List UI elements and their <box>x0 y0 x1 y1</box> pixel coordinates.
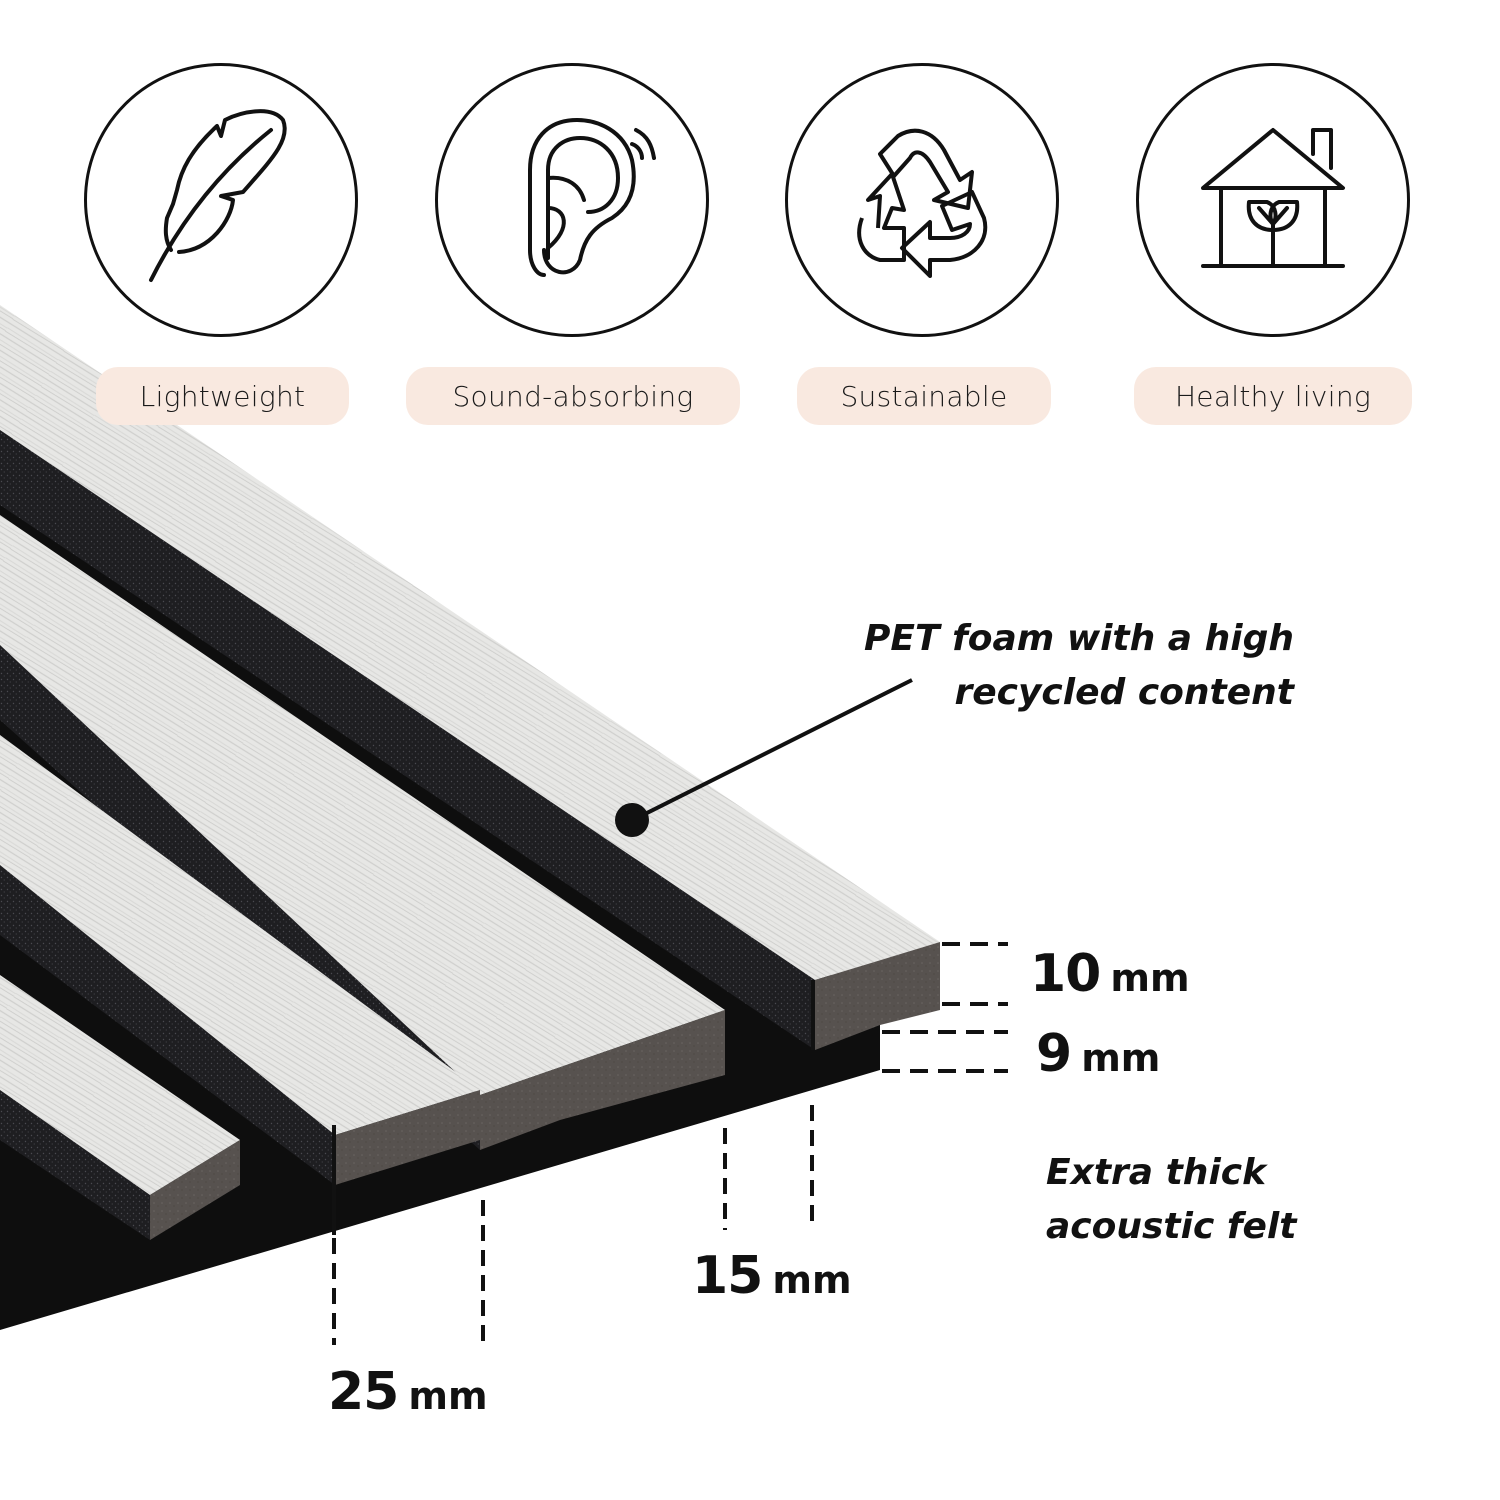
feature-label-text: Sound-absorbing <box>452 379 694 413</box>
foam-core-slat-4 <box>0 1085 150 1240</box>
feature-icon-healthy-living <box>1136 63 1410 337</box>
pet-foam-marker-dot <box>615 803 649 837</box>
wood-veneer-slat-3 <box>0 735 480 1135</box>
recycle-icon <box>857 128 988 278</box>
feature-icon-lightweight <box>84 63 358 337</box>
dimension-value: 25 <box>328 1362 399 1422</box>
end-face-slat-2 <box>480 1010 725 1150</box>
foam-core-slat-3 <box>0 860 335 1185</box>
feature-label-text: Lightweight <box>139 379 306 413</box>
feather-icon <box>149 109 287 282</box>
dimension-unit: mm <box>1110 956 1190 1000</box>
end-face-slat-4 <box>150 1140 240 1240</box>
feature-icon-sustainable <box>785 63 1059 337</box>
dimension-value: 10 <box>1030 944 1101 1004</box>
dimension-unit: mm <box>772 1258 852 1302</box>
felt-callout-line2: acoustic felt <box>1046 1206 1297 1247</box>
wood-veneer-slat-1 <box>0 305 940 980</box>
gap-width-guides <box>723 1105 814 1230</box>
feature-label-lightweight: Lightweight <box>96 367 349 425</box>
feature-label-sustainable: Sustainable <box>797 367 1051 425</box>
feature-label-text: Sustainable <box>840 379 1008 413</box>
end-face-slat-3 <box>335 1090 480 1185</box>
dimension-value: 9 <box>1036 1024 1072 1084</box>
house-plant-icon <box>1201 128 1345 268</box>
feature-label-sound-absorbing: Sound-absorbing <box>406 367 740 425</box>
dimension-unit: mm <box>1081 1036 1161 1080</box>
foam-core-slat-1 <box>0 420 815 1050</box>
dimension-unit: mm <box>408 1374 488 1418</box>
slat-width-guides <box>332 1200 485 1345</box>
feature-label-text: Healthy living <box>1174 379 1372 413</box>
pet-foam-callout-line1: PET foam with a high <box>864 618 1294 659</box>
pet-foam-callout: PET foam with a high recycled content <box>864 612 1294 720</box>
felt-callout: Extra thick acoustic felt <box>1046 1146 1296 1254</box>
ear-sound-icon <box>528 117 656 277</box>
end-face-slat-1 <box>815 942 940 1050</box>
feature-icon-sound <box>435 63 709 337</box>
gap-edge-markers <box>332 980 815 1235</box>
felt-callout-line1: Extra thick <box>1046 1152 1267 1193</box>
dimension-value: 15 <box>692 1246 763 1306</box>
thickness-guides <box>882 942 1008 1073</box>
pet-foam-callout-line2: recycled content <box>954 672 1294 713</box>
wood-veneer-slat-2 <box>0 515 725 1095</box>
feature-label-healthy-living: Healthy living <box>1134 367 1412 425</box>
wood-veneer-slat-4 <box>0 975 240 1195</box>
pet-foam-leader-line <box>632 678 913 822</box>
